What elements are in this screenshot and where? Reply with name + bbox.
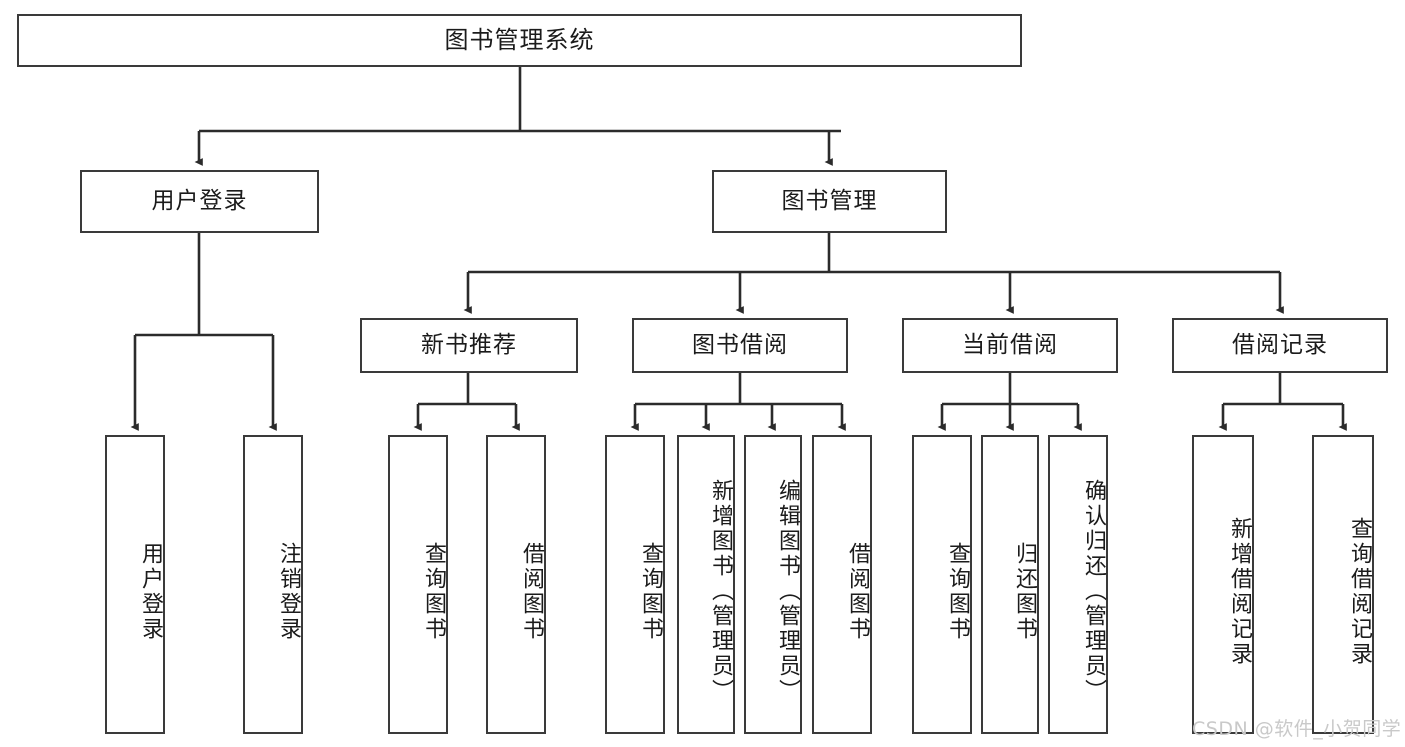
node-label: 用户登录: [151, 187, 248, 214]
node-user-login[interactable]: 用户登录: [80, 170, 319, 233]
node-leaf-borrow-book-2[interactable]: 借阅图书: [812, 435, 872, 734]
node-label: 用户登录: [138, 541, 163, 642]
node-book-manage[interactable]: 图书管理: [712, 170, 947, 233]
node-label: 图书管理: [781, 187, 878, 214]
node-leaf-borrow-book-1[interactable]: 借阅图书: [486, 435, 546, 734]
node-label: 借阅图书: [519, 541, 544, 642]
node-current-borrow[interactable]: 当前借阅: [902, 318, 1118, 373]
node-new-book-rec[interactable]: 新书推荐: [360, 318, 578, 373]
node-leaf-query-book-1[interactable]: 查询图书: [388, 435, 448, 734]
node-label: 新增借阅记录: [1227, 516, 1252, 667]
node-leaf-query-record[interactable]: 查询借阅记录: [1312, 435, 1374, 734]
node-borrow-record[interactable]: 借阅记录: [1172, 318, 1388, 373]
node-label: 归还图书: [1012, 541, 1037, 642]
node-label: 查询借阅记录: [1347, 516, 1372, 667]
node-label: 借阅记录: [1232, 331, 1328, 358]
node-leaf-add-record[interactable]: 新增借阅记录: [1192, 435, 1254, 734]
node-label: 确认归还（管理员）: [1081, 479, 1106, 704]
node-label: 新增图书（管理员）: [708, 479, 733, 704]
node-label: 注销登录: [276, 541, 301, 642]
node-label: 查询图书: [945, 541, 970, 642]
node-label: 当前借阅: [962, 331, 1058, 358]
node-label: 查询图书: [638, 541, 663, 642]
node-label: 借阅图书: [845, 541, 870, 642]
node-leaf-query-book-3[interactable]: 查询图书: [912, 435, 972, 734]
node-leaf-return-book[interactable]: 归还图书: [981, 435, 1039, 734]
node-label: 新书推荐: [421, 331, 517, 358]
node-label: 编辑图书（管理员）: [775, 479, 800, 704]
node-leaf-query-book-2[interactable]: 查询图书: [605, 435, 665, 734]
node-leaf-add-book[interactable]: 新增图书（管理员）: [677, 435, 735, 734]
node-label: 查询图书: [421, 541, 446, 642]
node-leaf-confirm-return[interactable]: 确认归还（管理员）: [1048, 435, 1108, 734]
csdn-watermark: CSDN @软件_小贺同学: [1192, 718, 1402, 740]
node-root-system[interactable]: 图书管理系统: [17, 14, 1022, 67]
node-label: 图书管理系统: [444, 26, 595, 55]
node-leaf-user-login[interactable]: 用户登录: [105, 435, 165, 734]
node-leaf-edit-book[interactable]: 编辑图书（管理员）: [744, 435, 802, 734]
node-leaf-logout-login[interactable]: 注销登录: [243, 435, 303, 734]
node-book-borrow[interactable]: 图书借阅: [632, 318, 848, 373]
node-label: 图书借阅: [692, 331, 788, 358]
